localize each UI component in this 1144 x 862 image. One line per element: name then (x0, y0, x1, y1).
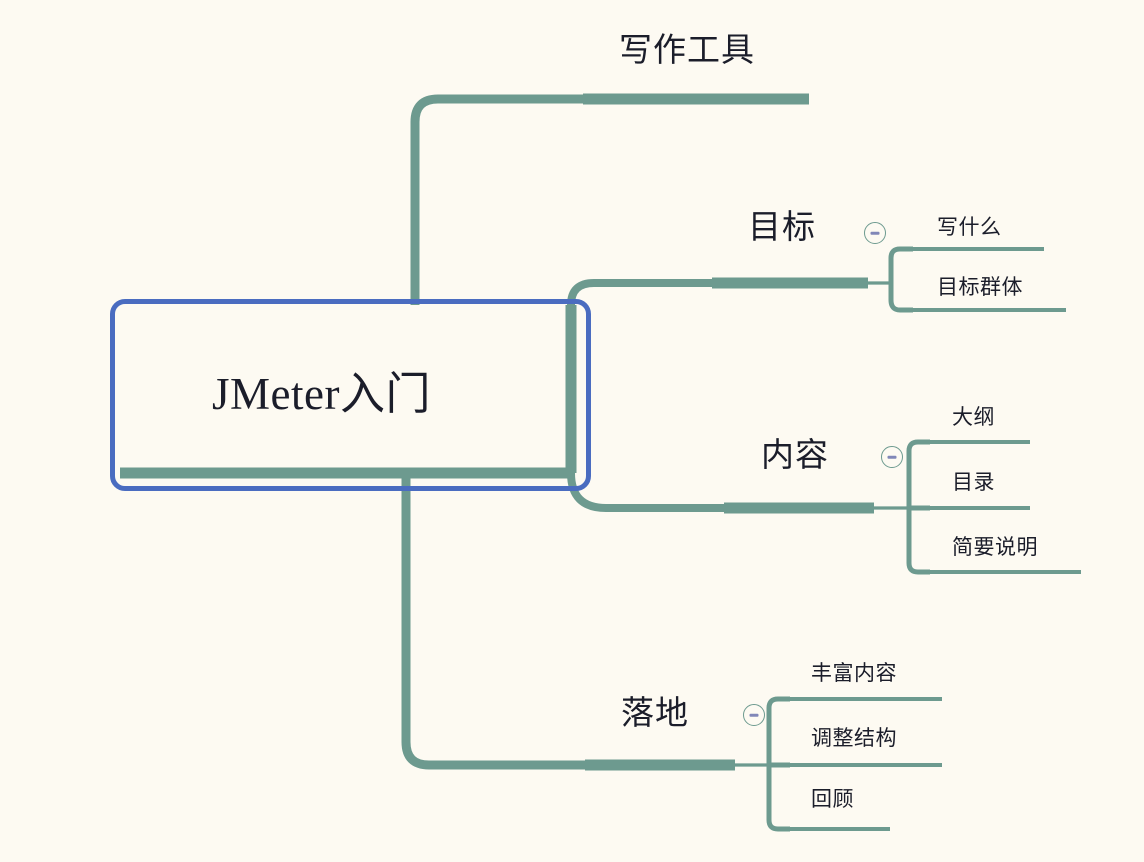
collapse-toggle-goal[interactable] (864, 222, 886, 244)
leaf-label-content-1[interactable]: 目录 (952, 470, 995, 494)
leaf-label-content-2[interactable]: 简要说明 (952, 535, 1038, 559)
connector-landing (401, 473, 592, 770)
leaf-label-landing-2[interactable]: 回顾 (811, 787, 854, 811)
collapse-toggle-landing[interactable] (743, 704, 765, 726)
leaf-label-landing-1[interactable]: 调整结构 (811, 726, 897, 750)
connector-writing-tools (410, 94, 590, 305)
leaf-label-content-0[interactable]: 大纲 (952, 405, 995, 429)
leaf-label-goal-0[interactable]: 写什么 (937, 215, 1002, 239)
collapse-toggle-content[interactable] (881, 446, 903, 468)
branch-label-content[interactable]: 内容 (761, 438, 829, 474)
root-node[interactable] (110, 299, 591, 491)
branch-label-goal[interactable]: 目标 (748, 210, 816, 246)
connector-goal (567, 279, 719, 306)
branch-label-landing[interactable]: 落地 (621, 696, 689, 732)
leaf-label-goal-1[interactable]: 目标群体 (937, 275, 1023, 299)
root-node-label: JMeter入门 (212, 369, 431, 419)
fork-goal (888, 246, 913, 313)
branch-label-writing-tools[interactable]: 写作工具 (619, 33, 755, 69)
connector-content (567, 472, 731, 512)
leaf-label-landing-0[interactable]: 丰富内容 (811, 661, 897, 685)
